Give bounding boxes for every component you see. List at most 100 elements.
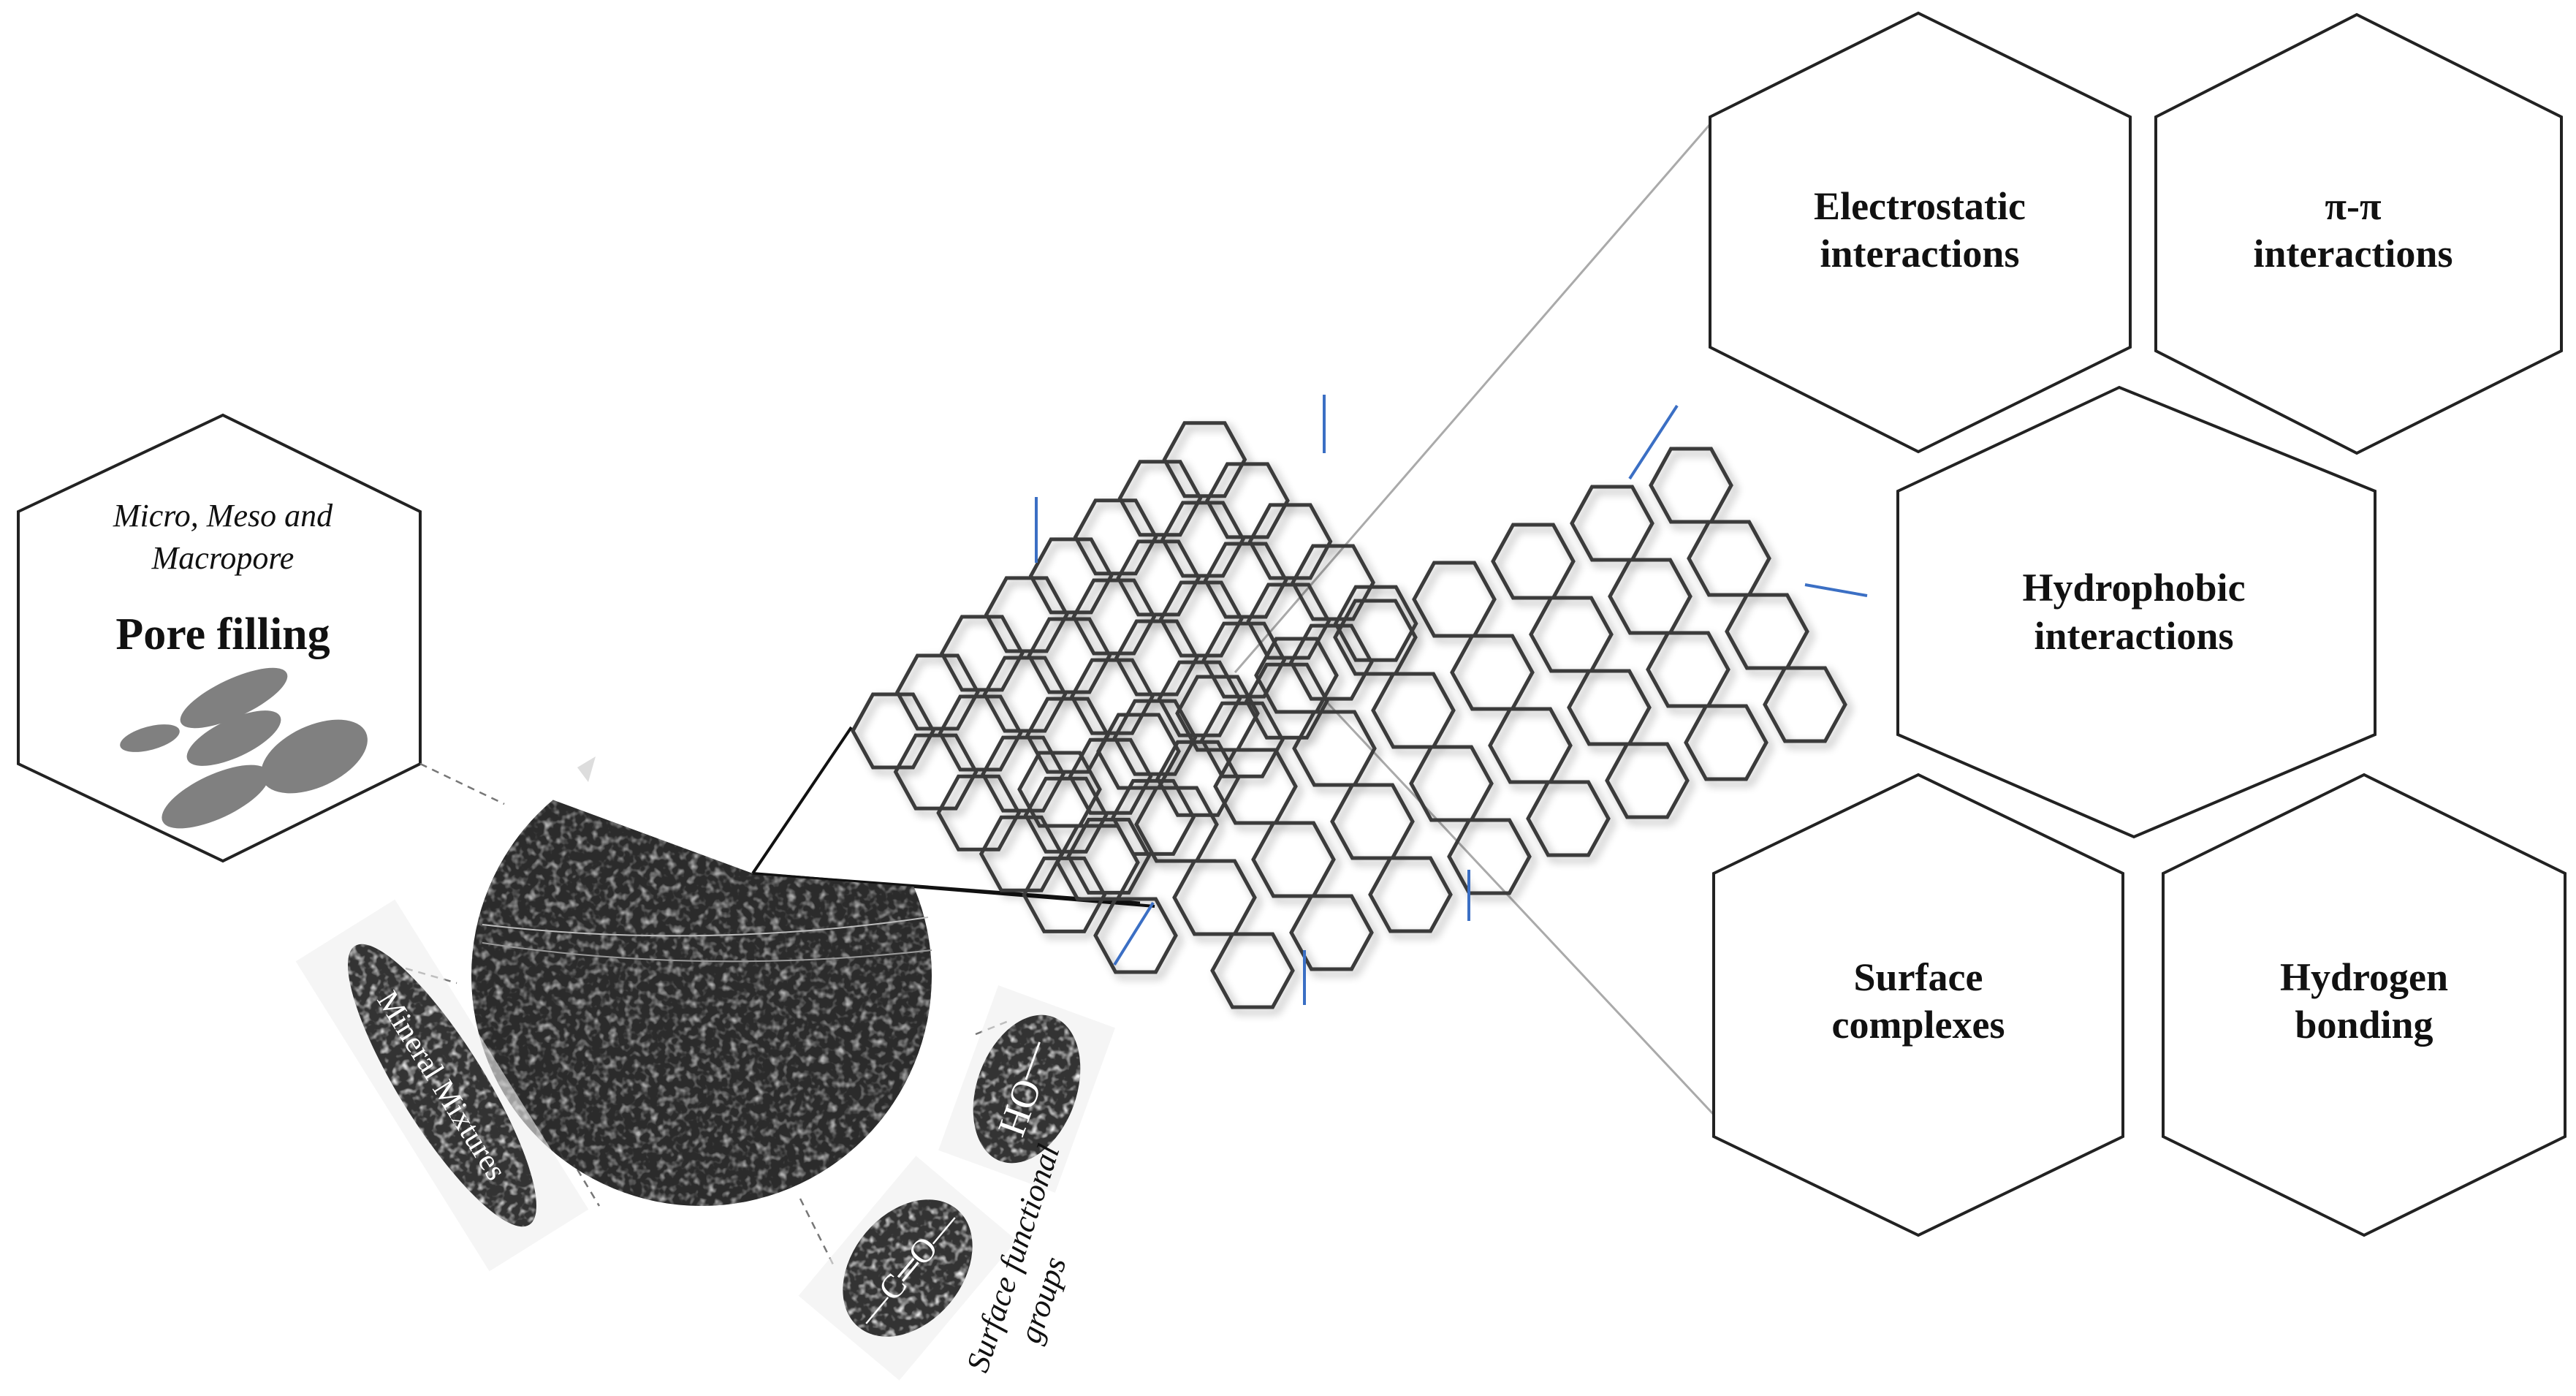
lattice-hexagon [1368,856,1453,933]
lattice-hexagon [1687,520,1771,597]
lattice-hexagon [979,815,1064,892]
pore-ellipses [120,667,368,829]
pore-ellipse [162,765,270,829]
lattice-hexagon [1025,697,1110,774]
lattice-hexagon [1022,856,1107,933]
lattice-hexagon [1246,583,1331,660]
lattice-hexagon [1649,447,1733,524]
lattice-hexagon [1254,637,1339,714]
lattice-hexagon [1172,859,1257,936]
lattice-bonds [1035,395,1868,1005]
pore-filling-panel: Micro, Meso and Macropore Pore filling [17,413,422,863]
lattice-hexagon [1570,485,1654,562]
lattice-hexagon [1526,780,1611,857]
lattice-hexagon [1023,776,1109,854]
lattice-hexagon [1155,740,1240,817]
lattice-hexagon [1488,707,1573,784]
lattice-hexagon [1251,821,1336,898]
lattice-hexagon [1289,894,1374,971]
lattice-hexagon [1409,745,1494,822]
pore-subtitle-line2: Macropore [151,540,295,576]
lattice-hexagon [1027,617,1112,694]
functional-bond-stub [1113,901,1155,966]
mechanism-hydrogen-bonding: Hydrogen bonding [2162,773,2566,1237]
lattice-hexagon [1162,421,1247,498]
lattice-hexagon [1450,634,1535,711]
lattice-hexagon [1292,710,1377,787]
pore-ellipse [261,719,368,794]
lattice-hexagon [1447,818,1532,895]
particle-wedge-highlight [577,756,596,782]
lattice-hexagon [1247,503,1333,580]
lattice-hexagon [1160,501,1245,578]
mechanism-hexagon [1709,11,2132,454]
lattice-hexagon [1175,675,1260,752]
mechanism-label-line2: interactions [1820,232,2020,276]
lattice-hexagon [1684,704,1768,781]
carbonyl-group-particle: —C═O— [798,1156,1017,1381]
mechanism-label-line1: Surface [1854,955,1983,999]
mechanism-label-line2: interactions [2254,232,2453,276]
lattice-hexagon [1112,699,1198,776]
lattice-hexagon [1134,786,1219,863]
lattice-hexagon [1210,932,1295,1009]
functional-bond-stub [1804,583,1868,597]
mechanism-label-line2: complexes [1832,1003,2005,1047]
mechanism-surface-complexes: Surface complexes [1712,773,2124,1237]
lattice-hexagon [1646,631,1730,708]
lattice-hexagon [1203,542,1288,619]
lattice-hexagon [1725,593,1809,670]
pore-ellipse [180,667,288,729]
lattice-hexagon [1116,539,1201,617]
lattice-hexagon [939,615,1025,692]
lattice-hexagon [1291,544,1376,621]
lattice-hexagon [1201,621,1287,699]
lattice-hexagon [1288,623,1374,701]
lattice-hexagon [1068,737,1153,815]
lattice-hexagon [1491,523,1576,600]
zoom-line-lower-right [1325,700,1715,1116]
mechanism-hydrophobic: Hydrophobic interactions [1896,385,2376,839]
lattice-hexagon [1114,619,1199,697]
lattice-hexagon [1333,599,1418,676]
functional-bond-stub [1628,404,1679,480]
pore-ellipse [120,724,180,752]
mechanism-hexagon [2154,12,2563,455]
lattice-hexagon [1017,751,1102,828]
mechanism-label-line1: π-π [2325,184,2382,228]
lattice-hexagon [938,694,1023,772]
lattice-hexagon [1073,498,1158,576]
lattice-hexagon [1605,742,1690,819]
lattice-hexagon [893,733,979,811]
dashed-connector [799,1198,835,1265]
lattice-hexagon [981,735,1065,813]
lattice-hexagon [1330,783,1415,860]
pore-subtitle-line1: Micro, Meso and [113,498,333,534]
lattice-hexagon [895,653,980,731]
lattice-hexagon [984,576,1069,653]
lattice-hexagon [1117,460,1203,537]
lattice-hexagon [1070,658,1155,735]
pore-title: Pore filling [115,610,330,659]
mechanism-hexagon [2162,773,2566,1237]
dashed-connector [419,762,505,805]
mechanism-label-line1: Electrostatic [1814,184,2026,228]
particle-equator-lower [482,942,932,963]
lattice-hexagon [982,656,1068,733]
mechanism-hexagon [1896,385,2376,839]
lattice-hexagon [1763,666,1847,743]
mechanism-label-line2: interactions [2034,614,2234,658]
lattice-hexagon [1529,596,1614,673]
lattice-hexagon [1371,672,1456,749]
lattice-hexagon [1245,662,1329,740]
lattice-hexagon [936,774,1022,851]
mechanism-label-line1: Hydrophobic [2022,566,2245,610]
mechanism-pi-pi: π-π interactions [2154,12,2563,455]
dashed-connector [576,1169,601,1207]
lattice-hexagon [851,692,935,770]
lattice-hexagon [1157,660,1242,737]
mechanism-electrostatic: Electrostatic interactions [1709,11,2132,454]
mechanism-label-line1: Hydrogen [2280,955,2448,999]
zoom-line-top [751,726,853,875]
